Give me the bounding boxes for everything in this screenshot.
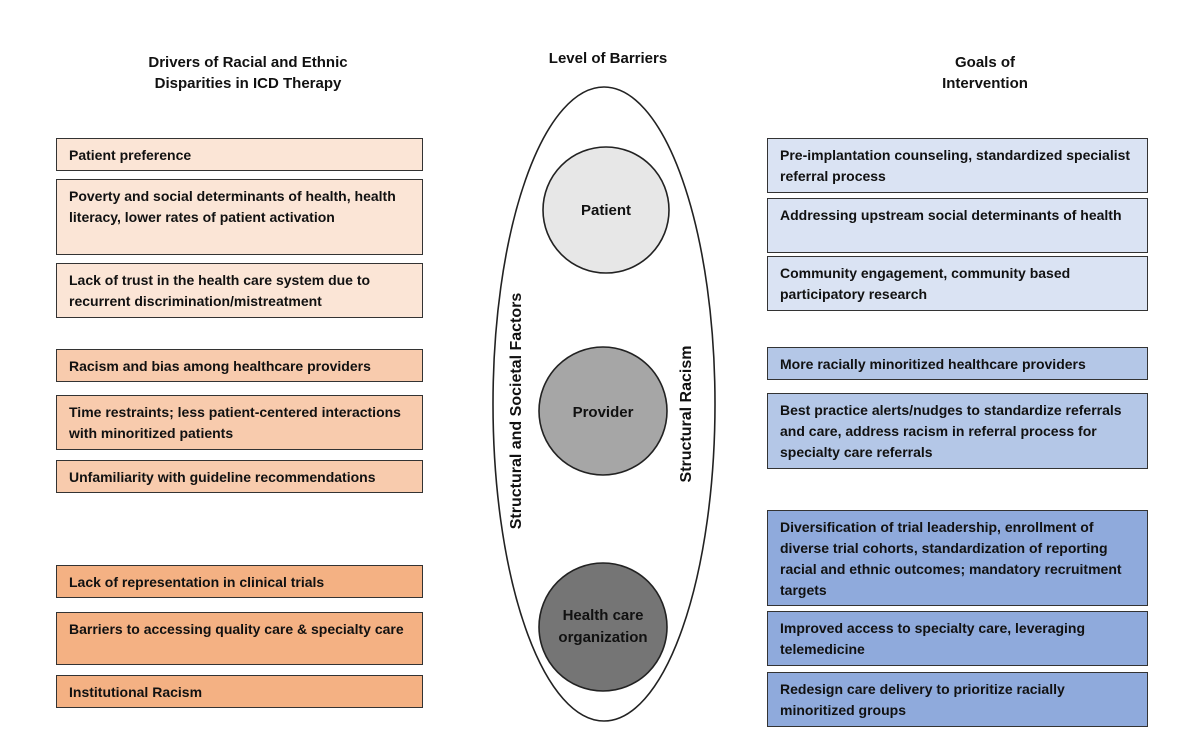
patient-level-circle: [542, 146, 670, 274]
goal-box-redesign-care-delivery: Redesign care delivery to prioritize rac…: [767, 672, 1148, 727]
organization-level-label-line2: organization: [558, 629, 647, 646]
organization-level-circle: [538, 562, 668, 692]
goal-box-diversification-trial-leadership: Diversification of trial leadership, enr…: [767, 510, 1148, 606]
driver-box-time-restraints: Time restraints; less patient-centered i…: [56, 395, 423, 450]
structural-societal-factors-label: Structural and Societal Factors: [508, 293, 525, 530]
provider-level-circle: [538, 346, 668, 476]
center-column-header: Level of Barriers: [548, 50, 668, 67]
driver-box-unfamiliarity-guidelines: Unfamiliarity with guideline recommendat…: [56, 460, 423, 493]
driver-box-barriers-access: Barriers to accessing quality care & spe…: [56, 612, 423, 665]
patient-level-label: Patient: [581, 202, 631, 219]
driver-box-lack-of-representation: Lack of representation in clinical trial…: [56, 565, 423, 598]
driver-box-poverty-social-determinants: Poverty and social determinants of healt…: [56, 179, 423, 255]
goal-box-best-practice-alerts: Best practice alerts/nudges to standardi…: [767, 393, 1148, 469]
driver-box-patient-preference: Patient preference: [56, 138, 423, 171]
right-column-header: Goals of Intervention: [942, 54, 1028, 92]
goal-box-pre-implantation-counseling: Pre-implantation counseling, standardize…: [767, 138, 1148, 193]
goal-box-improved-access-specialty: Improved access to specialty care, lever…: [767, 611, 1148, 666]
driver-box-institutional-racism: Institutional Racism: [56, 675, 423, 708]
driver-box-racism-bias-providers: Racism and bias among healthcare provide…: [56, 349, 423, 382]
structural-racism-label: Structural Racism: [678, 346, 695, 483]
provider-level-label: Provider: [573, 404, 634, 421]
goal-box-upstream-social-determinants: Addressing upstream social determinants …: [767, 198, 1148, 253]
organization-level-label-line1: Health care: [563, 607, 644, 624]
goal-box-minoritized-providers: More racially minoritized healthcare pro…: [767, 347, 1148, 380]
left-column-header: Drivers of Racial and Ethnic Disparities…: [148, 54, 348, 92]
driver-box-lack-of-trust: Lack of trust in the health care system …: [56, 263, 423, 318]
goal-box-community-engagement: Community engagement, community based pa…: [767, 256, 1148, 311]
